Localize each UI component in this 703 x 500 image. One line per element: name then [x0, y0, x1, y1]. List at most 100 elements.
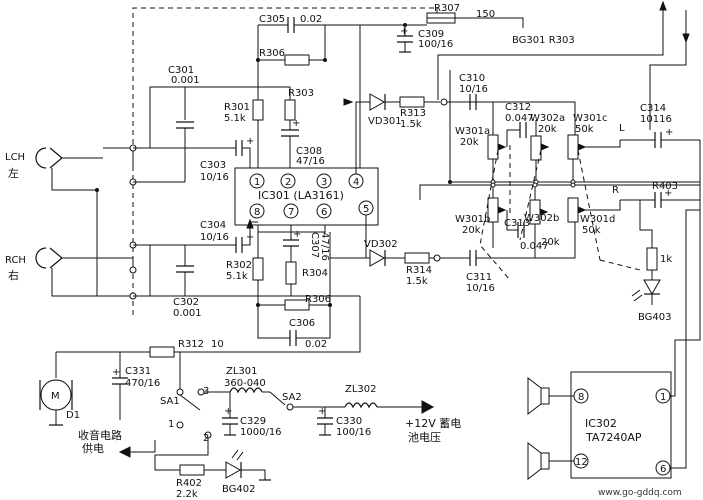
svg-text:+: + [246, 136, 254, 147]
svg-text:D1: D1 [66, 410, 80, 421]
ic301-label: IC301 (LA3161) [258, 189, 344, 202]
svg-text:+: + [400, 26, 408, 37]
svg-text:100/16: 100/16 [418, 39, 453, 50]
svg-text:6: 6 [321, 207, 327, 218]
svg-text:8: 8 [254, 207, 260, 218]
r302-r304-c308-cluster: R302 5.1k R304 R306 C306 0.02 + C307 47/… [226, 225, 332, 350]
svg-text:C301: C301 [168, 65, 194, 76]
svg-text:1: 1 [660, 392, 666, 403]
rch-cn-label: 右 [8, 268, 19, 282]
svg-text:0.047: 0.047 [520, 241, 549, 252]
svg-text:1: 1 [168, 419, 174, 430]
svg-text:C305: C305 [259, 14, 285, 25]
svg-text:R307: R307 [434, 3, 460, 14]
svg-text:20k: 20k [462, 225, 481, 236]
rch-label: RCH [5, 255, 26, 266]
r307-c309-supply: R307 150 C309 100/16 + BG301 R303 [360, 3, 575, 53]
svg-text:R313: R313 [400, 108, 426, 119]
svg-text:10/16: 10/16 [200, 232, 229, 243]
vd301-r313: VD301 R313 1.5k [343, 93, 480, 174]
bg402-led [225, 461, 242, 479]
svg-text:R301: R301 [224, 102, 250, 113]
svg-text:0.02: 0.02 [300, 14, 322, 25]
svg-text:C309: C309 [418, 29, 444, 40]
bg403-led [643, 279, 661, 296]
svg-text:1000/16: 1000/16 [240, 427, 282, 438]
svg-text:M: M [51, 391, 60, 402]
svg-text:R314: R314 [406, 265, 432, 276]
svg-text:20k: 20k [538, 124, 557, 135]
svg-text:0.02: 0.02 [305, 339, 327, 350]
svg-text:+: + [318, 406, 326, 417]
svg-text:1k: 1k [660, 254, 672, 265]
svg-text:R306: R306 [305, 294, 331, 305]
svg-text:1.5k: 1.5k [406, 276, 428, 287]
ic302-amplifier: 8 12 1 6 IC302 TA7240AP [527, 209, 700, 481]
svg-text:R302: R302 [226, 260, 252, 271]
svg-text:C310: C310 [459, 73, 485, 84]
svg-text:1.5k: 1.5k [400, 119, 422, 130]
svg-text:BG403: BG403 [638, 312, 672, 323]
svg-text:+: + [293, 229, 301, 240]
svg-text:ZL302: ZL302 [345, 384, 377, 395]
svg-text:R304: R304 [302, 268, 328, 279]
svg-text:3: 3 [321, 177, 327, 188]
vd302-r314: VD302 R314 1.5k [330, 215, 470, 287]
rch-input-jack: RCH 右 [5, 247, 103, 282]
svg-text:BG402: BG402 [222, 484, 256, 495]
lch-input-jack: LCH 左 [5, 147, 103, 180]
svg-text:2: 2 [203, 433, 209, 444]
r312-resistor [149, 346, 175, 358]
svg-text:C312: C312 [505, 102, 531, 113]
ic302-part: TA7240AP [585, 431, 642, 444]
top-input-arrows [437, 0, 690, 130]
svg-text:W301c: W301c [573, 113, 607, 124]
tone-control-network: C310 10/16 C311 10/16 W301a 20k C312 0.0… [419, 70, 700, 294]
svg-text:BG301 R303: BG301 R303 [512, 35, 575, 46]
svg-text:+12V 蓄电: +12V 蓄电 [405, 417, 461, 430]
svg-text:R402: R402 [176, 478, 202, 489]
svg-text:C331: C331 [125, 366, 151, 377]
svg-text:R403: R403 [652, 181, 678, 192]
power-supply: R312 10 M D1 C331 470/16 + 收音电路 供电 3 1 2… [39, 296, 461, 500]
svg-text:10/16: 10/16 [466, 283, 495, 294]
svg-text:7: 7 [288, 207, 294, 218]
speaker-top-icon [540, 387, 550, 405]
svg-text:360-040: 360-040 [224, 378, 266, 389]
r301-resistor [252, 99, 264, 121]
r402-resistor [179, 464, 205, 476]
svg-text:VD301: VD301 [368, 116, 402, 127]
svg-text:12: 12 [575, 457, 588, 468]
svg-text:+: + [112, 367, 120, 378]
svg-text:10116: 10116 [640, 114, 672, 125]
svg-text:5.1k: 5.1k [224, 113, 246, 124]
r403-load-resistor [646, 247, 658, 271]
svg-text:10/16: 10/16 [459, 84, 488, 95]
arrow-down-icon [682, 33, 690, 44]
svg-text:W301a: W301a [455, 126, 490, 137]
r304-resistor [285, 261, 297, 285]
w301d-pot [567, 197, 579, 223]
w301c-pot [567, 134, 579, 160]
svg-text:100/16: 100/16 [336, 427, 371, 438]
svg-text:C307: C307 [309, 232, 320, 258]
svg-text:R303: R303 [288, 88, 314, 99]
r314-resistor [404, 252, 430, 264]
lch-label: LCH [5, 152, 25, 163]
r301-r303-c307: R301 5.1k R303 C308 47/16 + [224, 86, 325, 170]
r-input-network: C304 10/16 + C302 0.001 [133, 218, 360, 319]
svg-text:10: 10 [211, 339, 224, 350]
svg-text:2.2k: 2.2k [176, 489, 198, 500]
svg-text:+: + [664, 188, 672, 199]
svg-text:20k: 20k [541, 237, 560, 248]
speaker-bottom-icon [540, 452, 550, 470]
svg-text:47/16: 47/16 [319, 232, 330, 261]
svg-text:SA2: SA2 [282, 392, 302, 403]
svg-text:R312: R312 [178, 339, 204, 350]
svg-text:C303: C303 [200, 160, 226, 171]
svg-text:C330: C330 [336, 416, 362, 427]
svg-text:0.001: 0.001 [171, 75, 200, 86]
svg-text:L: L [619, 123, 625, 134]
svg-text:C314: C314 [640, 103, 666, 114]
watermark: www.go-gddq.com [598, 488, 682, 498]
